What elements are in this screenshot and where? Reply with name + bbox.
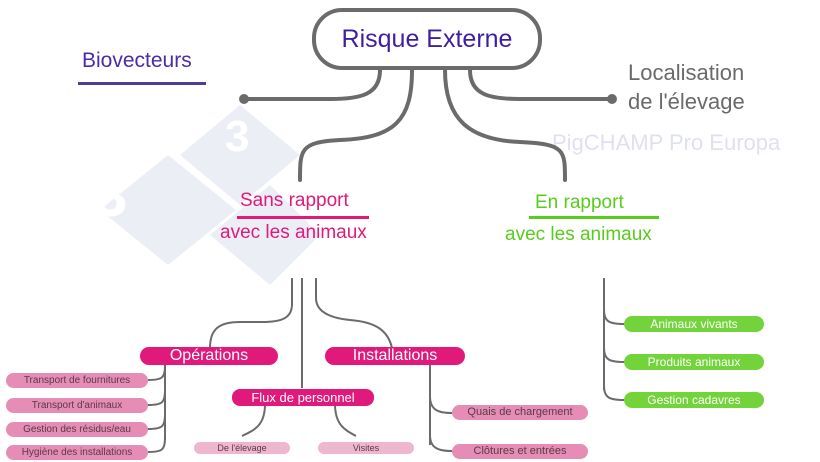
en-rapport-item: Animaux vivants	[624, 316, 764, 332]
flux-item: Visites	[318, 442, 414, 454]
en-rapport-item: Gestion cadavres	[624, 392, 764, 408]
watermark-text: PigCHAMP Pro Europa	[552, 130, 781, 155]
connector-en-1	[603, 309, 625, 325]
connector-sans-rapport	[298, 68, 414, 182]
installations-item: Quais de chargement	[452, 405, 588, 420]
connector-dot-right	[607, 94, 617, 104]
biovecteurs-underline	[78, 82, 206, 85]
connector-op-1	[147, 365, 166, 381]
connector-op-4	[147, 437, 166, 453]
flux-item: De l'élevage	[194, 442, 290, 454]
watermark-logo-digit: 3	[93, 161, 128, 230]
connector-op-3	[147, 413, 166, 430]
root-node: Risque Externe	[312, 8, 542, 70]
connector-installations	[315, 278, 393, 349]
connector-en-2	[603, 347, 625, 363]
connector-flux-2	[334, 403, 357, 437]
installations-item: Clôtures et entrées	[452, 444, 588, 459]
connector-dot-left	[239, 94, 249, 104]
watermark-diamond-right	[210, 185, 320, 285]
localisation-line-1: Localisation	[628, 60, 745, 85]
localisation-label: Localisation de l'élevage	[628, 58, 745, 116]
watermark-logo-digit: 3	[225, 112, 250, 161]
localisation-line-2: de l'élevage	[628, 89, 745, 114]
watermark-diamond-left	[100, 155, 236, 265]
operations-item: Gestion des résidus/eau	[6, 422, 148, 437]
operations-node: Opérations	[140, 347, 278, 365]
connector-op-2	[147, 389, 166, 406]
operations-item: Transport de fournitures	[6, 373, 148, 388]
sans-rapport-title: Sans rapport	[240, 190, 349, 211]
sans-rapport-subtitle: avec les animaux	[220, 222, 367, 243]
operations-item: Transport d'animaux	[6, 398, 148, 413]
connector-biovecteurs	[242, 68, 382, 101]
operations-item: Hygiène des installations	[6, 445, 148, 460]
connector-flux-1	[241, 403, 266, 437]
en-rapport-underline	[529, 216, 659, 219]
en-rapport-title: En rapport	[535, 192, 624, 213]
biovecteurs-label: Biovecteurs	[82, 49, 192, 72]
watermark-logo	[100, 105, 320, 285]
en-rapport-item: Produits animaux	[624, 354, 764, 370]
flux-personnel-node: Flux de personnel	[232, 389, 374, 406]
connector-localisation	[468, 68, 614, 101]
connector-en-3	[603, 385, 625, 401]
installations-node: Installations	[325, 347, 465, 365]
connector-inst-2	[429, 434, 453, 452]
watermark-diamond-top	[180, 105, 300, 205]
connector-en-rapport	[443, 68, 567, 182]
sans-rapport-underline	[237, 216, 369, 219]
connector-operations	[209, 278, 293, 349]
en-rapport-subtitle: avec les animaux	[505, 224, 652, 245]
connector-inst-1	[429, 395, 453, 414]
